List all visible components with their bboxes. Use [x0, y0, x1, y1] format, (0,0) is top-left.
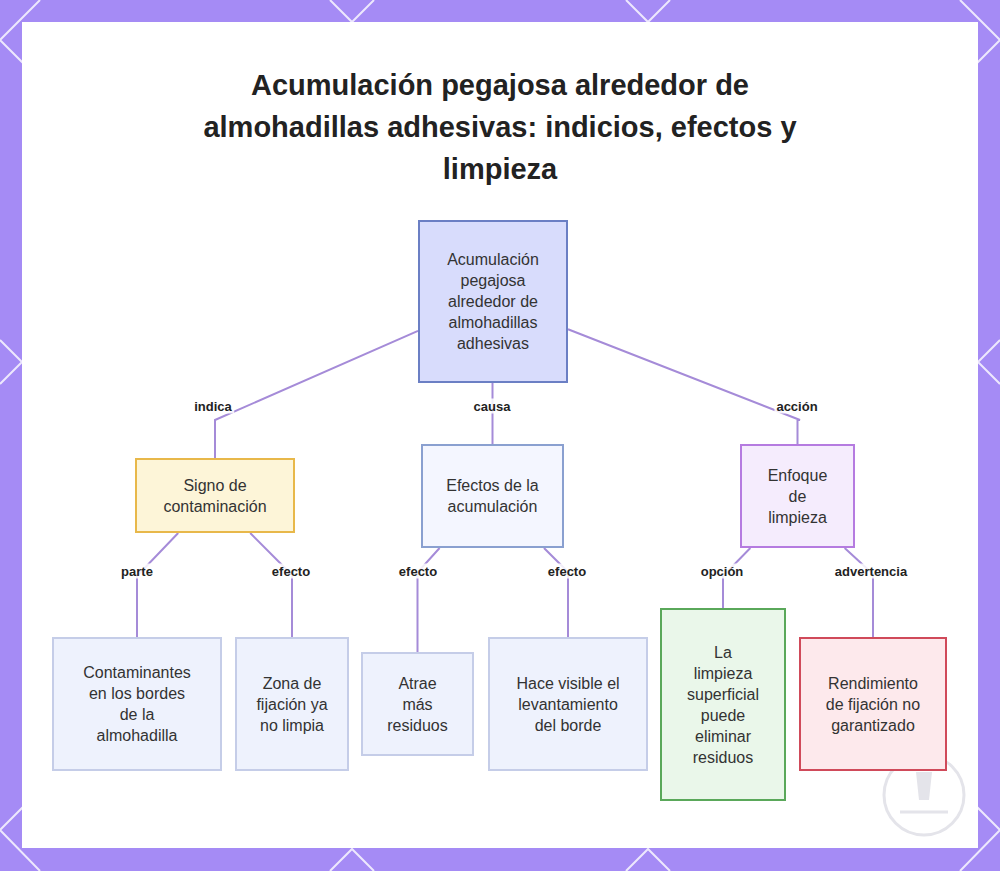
edge-label: efecto	[270, 564, 312, 579]
concept-box: Hace visible el levantamiento del borde	[488, 637, 648, 771]
node-label: Acumulación pegajosa alrededor de almoha…	[435, 249, 551, 354]
diagram-title: Acumulación pegajosa alrededor de almoha…	[200, 64, 800, 190]
concept-box: Efectos de la acumulación	[421, 444, 564, 548]
connector-line	[215, 331, 418, 458]
connector-line	[250, 533, 292, 637]
node-label: Signo de contaminación	[147, 475, 283, 517]
node-label: Enfoque de limpieza	[763, 465, 832, 528]
node-label: Contaminantes en los bordes de la almoha…	[80, 662, 194, 746]
concept-box: Contaminantes en los bordes de la almoha…	[52, 637, 222, 771]
edge-label: indica	[192, 399, 234, 414]
node-label: Atrae más residuos	[387, 673, 448, 736]
concept-box: La limpieza superficial puede eliminar r…	[660, 608, 786, 801]
node-label: Zona de fijación ya no limpia	[249, 673, 335, 736]
edge-label: efecto	[546, 564, 588, 579]
connector-line	[544, 548, 568, 637]
node-label: Hace visible el levantamiento del borde	[512, 673, 624, 736]
connector-line	[568, 329, 800, 444]
concept-box: Rendimiento de fijación no garantizado	[799, 637, 947, 771]
connector-line	[137, 533, 178, 637]
node-label: Rendimiento de fijación no garantizado	[825, 673, 921, 736]
concept-box: Zona de fijación ya no limpia	[235, 637, 349, 771]
edge-label: advertencia	[833, 564, 909, 579]
edge-label: efecto	[397, 564, 439, 579]
edge-label: opción	[699, 564, 746, 579]
edge-label: causa	[472, 399, 513, 414]
concept-box: Acumulación pegajosa alrededor de almoha…	[418, 220, 568, 383]
node-label: La limpieza superficial puede eliminar r…	[684, 642, 762, 768]
concept-box: Signo de contaminación	[135, 458, 295, 533]
edge-label: parte	[119, 564, 155, 579]
node-label: Efectos de la acumulación	[444, 475, 541, 517]
connector-line	[492, 383, 494, 444]
edge-label: acción	[774, 399, 819, 414]
concept-box: Enfoque de limpieza	[740, 444, 855, 548]
connector-line	[845, 548, 874, 637]
concept-box: Atrae más residuos	[361, 652, 474, 756]
